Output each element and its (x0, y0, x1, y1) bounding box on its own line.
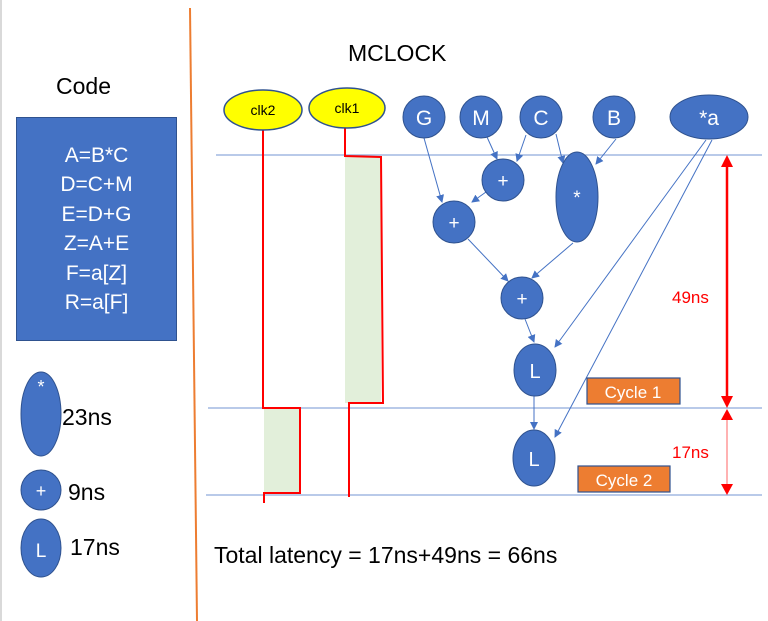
edge-C-add1 (515, 134, 527, 162)
cycle-2-duration-arrow (721, 409, 733, 495)
edge-G-add2 (423, 137, 444, 203)
input-label-B: B (607, 107, 621, 130)
code-line: F=a[Z] (65, 261, 128, 285)
input-node-B: B (592, 95, 636, 139)
op-label-mul1: * (573, 188, 581, 209)
code-line: E=D+G (61, 202, 132, 226)
op-node-add2: + (432, 200, 476, 244)
cycle-1-badge: Cycle 1 (586, 377, 681, 405)
clk1-active-region (345, 157, 381, 403)
legend-load-symbol: L (36, 541, 47, 562)
cycle-2-badge: Cycle 2 (577, 465, 671, 493)
code-line: R=a[F] (64, 291, 129, 314)
edge-a-load2 (554, 139, 713, 438)
code-box: A=B*C D=C+M E=D+G Z=A+E F=a[Z] R=a[F] (16, 117, 177, 341)
legend-add-latency: 9ns (68, 479, 106, 505)
legend-add-shape: + (20, 469, 62, 511)
cycle-2-label: Cycle 2 (596, 471, 653, 490)
code-heading: Code (56, 73, 111, 99)
op-label-add2: + (448, 213, 459, 234)
legend-mul-latency: 23ns (62, 404, 112, 430)
cycle-1-duration-arrow (721, 155, 733, 408)
input-label-C: C (533, 107, 548, 130)
code-line: Z=A+E (63, 232, 130, 255)
op-node-load1: L (513, 343, 557, 397)
op-node-load2: L (512, 429, 556, 487)
clk2-label: clk2 (251, 102, 276, 118)
clk2-active-region (264, 409, 300, 493)
total-latency: Total latency = 17ns+49ns = 66ns (214, 542, 558, 568)
op-node-mul1: * (555, 151, 599, 243)
input-node-M: M (459, 95, 503, 139)
legend-load-shape: L (20, 518, 62, 578)
input-label-a: *a (699, 107, 719, 130)
edge-M-add1 (486, 136, 498, 160)
op-node-add1: + (481, 158, 525, 202)
panel-divider (189, 7, 198, 621)
input-node-a: *a (669, 94, 749, 140)
op-label-load1: L (529, 361, 540, 383)
edge-add3-load1 (524, 318, 536, 343)
legend-load-latency: 17ns (70, 534, 120, 560)
code-line: D=C+M (60, 173, 133, 196)
input-node-C: C (519, 95, 563, 139)
legend-mul-shape: * (20, 371, 62, 457)
dataflow-edges (423, 133, 713, 438)
edge-C-mul1 (555, 133, 566, 164)
clk2-waveform (262, 130, 301, 503)
op-label-add3: + (516, 289, 527, 310)
cycle-1-duration: 49ns (672, 288, 709, 307)
legend-mul-symbol: * (37, 377, 44, 397)
cycle-2-duration: 17ns (672, 443, 709, 462)
legend-add-symbol: + (36, 481, 47, 501)
op-label-load2: L (528, 449, 539, 471)
edge-a-load1 (554, 139, 707, 348)
input-node-G: G (402, 95, 446, 139)
edge-mul1-add3 (531, 242, 574, 279)
clk1-waveform (344, 128, 385, 497)
left-border (0, 0, 2, 621)
diagram-title: MCLOCK (348, 40, 447, 66)
op-node-add3: + (500, 276, 544, 320)
cycle-1-label: Cycle 1 (605, 383, 662, 402)
edge-add2-add3 (467, 238, 509, 282)
clk2-node: clk2 (223, 89, 303, 131)
edge-add1-add2 (471, 191, 487, 203)
clk1-label: clk1 (335, 100, 360, 116)
input-label-G: G (416, 107, 432, 130)
clk1-node: clk1 (308, 87, 386, 129)
code-line: A=B*C (64, 143, 129, 167)
op-label-add1: + (497, 171, 508, 192)
input-label-M: M (472, 107, 490, 130)
edge-B-mul1 (595, 138, 617, 165)
